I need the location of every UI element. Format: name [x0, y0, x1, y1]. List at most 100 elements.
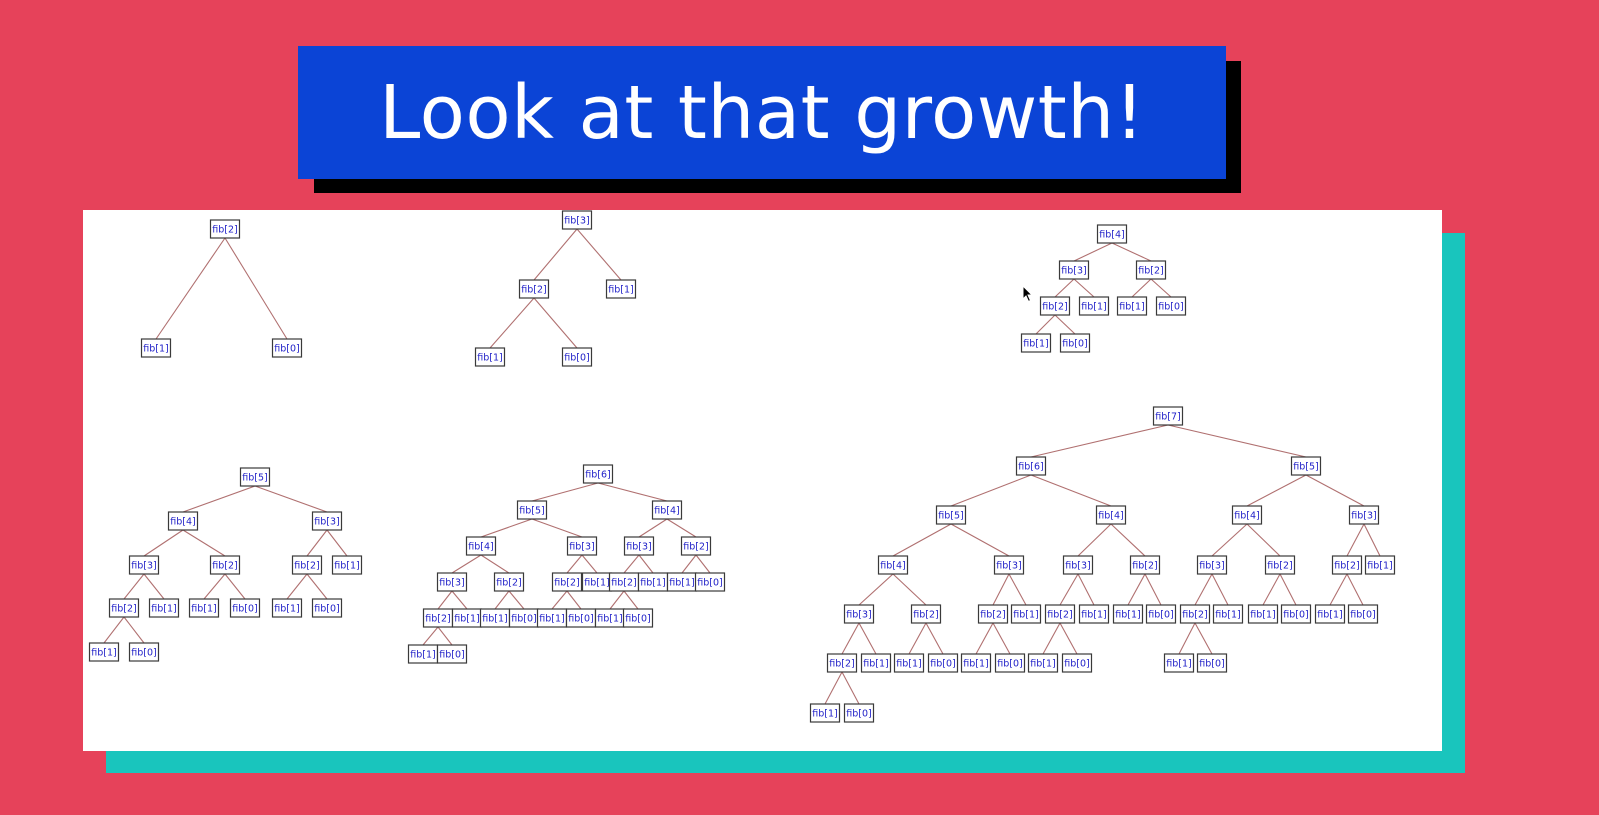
- tree-node: fib[3]: [436, 572, 468, 592]
- tree-node: fib[0]: [1280, 604, 1312, 624]
- tree-node: fib[2]: [422, 608, 454, 628]
- node-box: [1061, 653, 1093, 673]
- node-label: fib[1]: [640, 578, 665, 589]
- tree-node: fib[0]: [229, 598, 261, 618]
- tree-node: fib[0]: [622, 608, 654, 628]
- node-label: fib[3]: [1061, 266, 1086, 277]
- node-label: fib[2]: [1267, 561, 1292, 572]
- node-box: [1314, 604, 1346, 624]
- node-box: [1155, 296, 1187, 316]
- node-label: fib[2]: [829, 659, 854, 670]
- diagram-panel: fib[2]fib[1]fib[0]fib[3]fib[2]fib[1]fib[…: [83, 210, 1442, 751]
- node-box: [651, 500, 683, 520]
- tree-edge: [489, 297, 535, 349]
- tree-node: fib[1]: [1364, 555, 1396, 575]
- node-box: [561, 210, 593, 230]
- node-box: [1280, 604, 1312, 624]
- tree-edge: [182, 529, 226, 557]
- tree-node: fib[4]: [1096, 224, 1128, 244]
- tree-node: fib[0]: [694, 572, 726, 592]
- node-box: [1039, 296, 1071, 316]
- tree-edge: [1167, 424, 1307, 458]
- node-label: fib[2]: [496, 578, 521, 589]
- tree-edge: [623, 554, 640, 574]
- mouse-cursor-icon: [1022, 285, 1034, 303]
- node-box: [1095, 505, 1127, 525]
- node-label: fib[0]: [568, 614, 593, 625]
- tree-edge: [254, 485, 328, 513]
- node-box: [1331, 555, 1363, 575]
- node-label: fib[0]: [1148, 610, 1173, 621]
- tree-node: fib[1]: [1112, 604, 1144, 624]
- tree-node: fib[4]: [877, 555, 909, 575]
- node-box: [1364, 555, 1396, 575]
- tree-edge: [581, 554, 598, 574]
- node-label: fib[3]: [626, 542, 651, 553]
- tree-edge: [1194, 622, 1213, 655]
- tree-edge: [1054, 314, 1076, 335]
- tree-edge: [1131, 278, 1152, 298]
- tree-edge: [494, 590, 510, 610]
- node-label: fib[1]: [812, 709, 837, 720]
- tree-node: fib[3]: [843, 604, 875, 624]
- tree-edge: [286, 573, 308, 600]
- node-label: fib[2]: [1334, 561, 1359, 572]
- tree-node: fib[1]: [88, 642, 120, 662]
- node-label: fib[3]: [439, 578, 464, 589]
- tree-edge: [203, 573, 226, 600]
- tree-edge: [1127, 573, 1146, 606]
- tree-edge: [551, 590, 568, 610]
- node-label: fib[2]: [913, 610, 938, 621]
- tree-node: fib[0]: [561, 347, 593, 367]
- tree-edge: [531, 518, 583, 538]
- node-label: fib[4]: [170, 517, 195, 528]
- node-label: fib[4]: [468, 542, 493, 553]
- tree-edge: [451, 590, 468, 610]
- node-label: fib[0]: [439, 650, 464, 661]
- tree-edge: [123, 573, 145, 600]
- tree-edge: [306, 529, 328, 557]
- node-label: fib[1]: [584, 578, 609, 589]
- node-box: [271, 338, 303, 358]
- tree-edge: [1346, 523, 1365, 557]
- tree-node: fib[6]: [582, 464, 614, 484]
- node-label: fib[6]: [585, 470, 610, 481]
- tree-node: fib[0]: [311, 598, 343, 618]
- tree-node: fib[1]: [666, 572, 698, 592]
- node-box: [188, 598, 220, 618]
- tree-node: fib[1]: [474, 347, 506, 367]
- tree-node: fib[4]: [465, 536, 497, 556]
- node-label: fib[1]: [1081, 610, 1106, 621]
- tree-node: fib[0]: [508, 608, 540, 628]
- node-label: fib[0]: [846, 709, 871, 720]
- fib4-tree: fib[4]fib[3]fib[2]fib[2]fib[1]fib[1]fib[…: [1020, 224, 1187, 353]
- tree-edge: [1150, 278, 1172, 298]
- tree-edge: [1030, 424, 1169, 458]
- tree-node: fib[4]: [1095, 505, 1127, 525]
- node-box: [291, 555, 323, 575]
- fib7-tree: fib[7]fib[6]fib[5]fib[5]fib[4]fib[4]fib[…: [809, 406, 1396, 723]
- node-box: [1059, 333, 1091, 353]
- node-label: fib[5]: [938, 511, 963, 522]
- fib5-tree: fib[5]fib[4]fib[3]fib[3]fib[2]fib[2]fib[…: [88, 467, 363, 662]
- node-label: fib[1]: [1115, 610, 1140, 621]
- node-label: fib[5]: [1293, 462, 1318, 473]
- tree-edge: [695, 554, 711, 574]
- tree-nodes: fib[7]fib[6]fib[5]fib[5]fib[4]fib[4]fib[…: [809, 406, 1396, 723]
- node-box: [1058, 260, 1090, 280]
- node-box: [1163, 653, 1195, 673]
- node-label: fib[1]: [669, 578, 694, 589]
- node-box: [331, 555, 363, 575]
- tree-node: fib[2]: [1179, 604, 1211, 624]
- node-box: [518, 279, 550, 299]
- node-box: [1347, 604, 1379, 624]
- tree-edge: [824, 671, 843, 705]
- tree-node: fib[0]: [1347, 604, 1379, 624]
- tree-node: fib[5]: [1290, 456, 1322, 476]
- tree-node: fib[1]: [581, 572, 613, 592]
- node-label: fib[0]: [511, 614, 536, 625]
- tree-node: fib[1]: [637, 572, 669, 592]
- node-box: [605, 279, 637, 299]
- tree-edge: [925, 622, 944, 655]
- tree-edge: [1077, 523, 1112, 557]
